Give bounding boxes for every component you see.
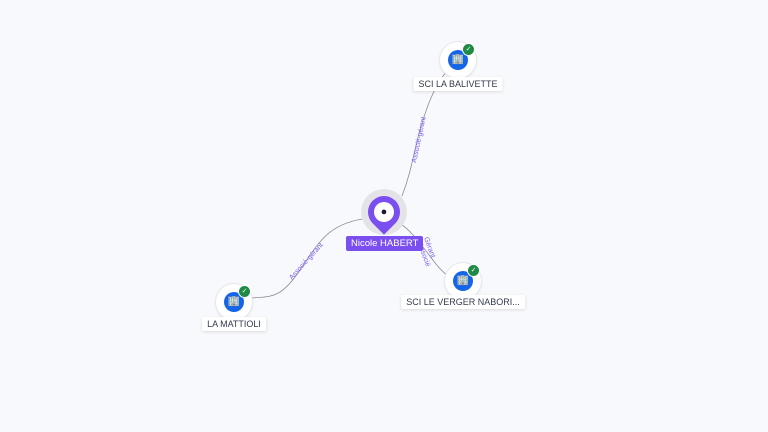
center-node-label[interactable]: Nicole HABERT	[346, 236, 424, 251]
building-icon: 🏢	[453, 271, 473, 291]
company-node-verger[interactable]: 🏢 ✓	[445, 263, 481, 299]
person-icon: ●	[374, 202, 394, 222]
company-label-balivette[interactable]: SCI LA BALIVETTE	[413, 77, 503, 91]
verified-check-icon: ✓	[467, 264, 480, 277]
verified-check-icon: ✓	[238, 285, 251, 298]
edge-label-balivette: Associé-gérant	[411, 116, 428, 163]
edge-mattioli[interactable]	[251, 217, 371, 299]
verified-check-icon: ✓	[462, 43, 475, 56]
edge-verger[interactable]	[397, 221, 449, 277]
company-node-mattioli[interactable]: 🏢 ✓	[216, 284, 252, 320]
company-label-mattioli[interactable]: LA MATTIOLI	[202, 317, 266, 331]
building-icon: 🏢	[448, 50, 468, 70]
company-node-balivette[interactable]: 🏢 ✓	[440, 42, 476, 78]
edge-label-mattioli: Associé-gérant	[288, 242, 324, 281]
building-icon: 🏢	[224, 292, 244, 312]
company-label-verger[interactable]: SCI LE VERGER NABORI...	[401, 295, 525, 309]
